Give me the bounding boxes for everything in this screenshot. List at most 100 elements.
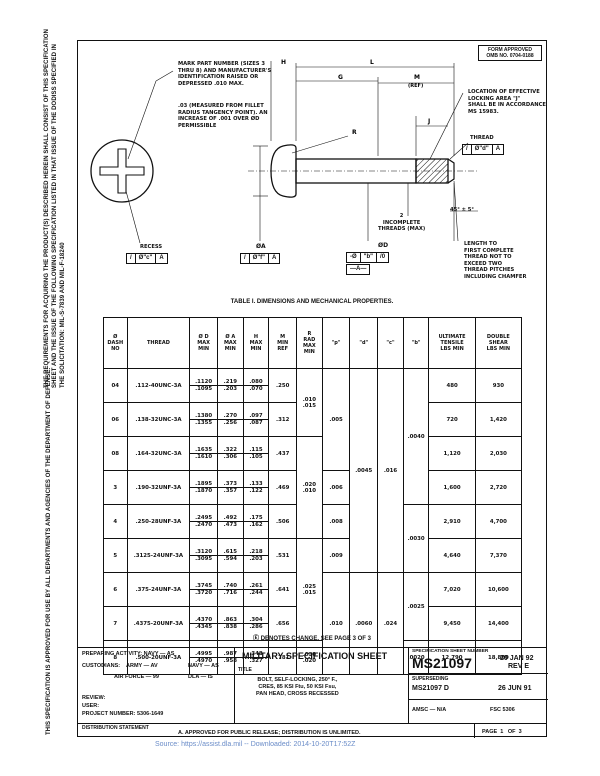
cell-m: .781 (268, 640, 298, 675)
cell-tensile: 1,120 (428, 436, 476, 471)
cell-thread: .3125-24UNF-3A (126, 538, 191, 573)
distribution-statement: A. APPROVED FOR PUBLIC RELEASE; DISTRIBU… (178, 730, 361, 736)
cell-dash: 5 (103, 538, 128, 573)
cell-thread: .164-32UNC-3A (126, 436, 191, 471)
note-locking-location: LOCATION OF EFFECTIVE LOCKING AREA "J" S… (468, 89, 546, 115)
cell-r: .025.015 (296, 538, 323, 641)
col-r: R RAD MAX MIN (296, 317, 323, 369)
cell-dash: 6 (103, 572, 128, 607)
cell-shear: 2,720 (474, 470, 523, 505)
table-row: 5.3125-24UNF-3A.3120.3095.615.594.218.20… (103, 538, 523, 641)
cell-m: .469 (268, 470, 298, 505)
change-note: Ⓔ DENOTES CHANGE. SEE PAGE 3 OF 3 (78, 633, 546, 642)
cell-m: .506 (268, 504, 298, 539)
cell-shear: 14,400 (474, 606, 523, 641)
cell-h: .261.244 (242, 572, 270, 607)
cell-h: .133.122 (242, 470, 270, 505)
col-p: "p" (321, 317, 351, 369)
form-approved-box: FORM APPROVED OMB NO. 0704-0188 (478, 45, 542, 61)
note-length-to-thread: LENGTH TO FIRST COMPLETE THREAD NOT TO E… (464, 241, 527, 280)
pan-head (270, 144, 297, 198)
cell-d: .1120.1095 (189, 368, 218, 403)
custodians-label: CUSTODIANS: (82, 663, 121, 669)
cell-a: .373.357 (216, 470, 244, 505)
user: USER: (82, 703, 100, 709)
cell-shear: 7,370 (474, 538, 523, 573)
cell-c: .024 (377, 572, 404, 675)
cell-tensile: 2,910 (428, 504, 476, 539)
col-c: "c" (377, 317, 404, 369)
cell-h: .218.203 (242, 538, 270, 573)
col-shear: DOUBLE SHEAR LBS MIN (474, 317, 523, 369)
cell-thread: .190-32UNF-3A (126, 470, 191, 505)
table-row: 7.4375-20UNF-3A.4370.4345.863.838.304.28… (103, 606, 523, 641)
custodian-army: ARMY — AV (126, 663, 158, 669)
cell-shear: 930 (474, 368, 523, 403)
col-thread: THREAD (126, 317, 191, 369)
table-row: 4.250-28UNF-3A.2495.2470.492.473.175.162… (103, 504, 523, 573)
table-row: 8.500-20UNF-3A.4995.4970.987.958.348.327… (103, 640, 523, 675)
cell-dash: 8 (103, 640, 128, 675)
cell-a: .492.473 (216, 504, 244, 539)
col-tensile: ULTIMATE TENSILE LBS MIN (428, 317, 476, 369)
spec-revision: REV E (508, 663, 530, 670)
cell-a: .270.256 (216, 402, 244, 437)
spec-sheet-label: SPECIFICATION SHEET NUMBER (412, 649, 489, 654)
cell-b: .0025 (402, 572, 430, 641)
title-text: BOLT, SELF-LOCKING, 250° F., CRES, 85 KS… (256, 677, 339, 697)
change-symbol-icon: Ⓔ (253, 636, 260, 642)
cell-a: .322.306 (216, 436, 244, 471)
col-d: Ø D MAX MIN (189, 317, 218, 369)
form-approved: FORM APPROVED (488, 47, 532, 53)
dimensions-table: Ø DASH NO THREAD Ø D MAX MIN Ø A MAX MIN… (103, 317, 523, 675)
cell-a: .615.594 (216, 538, 244, 573)
cell-h: .115.105 (242, 436, 270, 471)
cell-a: .740.716 (216, 572, 244, 607)
cell-d: .3745.3720 (189, 572, 218, 607)
cell-tensile: 4,640 (428, 538, 476, 573)
table-row: 08.164-32UNC-3A.1635.1610.322.306.115.10… (103, 436, 523, 539)
cell-a: .987.958 (216, 640, 244, 675)
cell-shear: 4,700 (474, 504, 523, 539)
col-b: "b" (402, 317, 430, 369)
cell-d: .1895.1870 (189, 470, 218, 505)
datum-a-frame: —A— (346, 264, 371, 275)
preparing-activity: PREPARING ACTIVITY: NAVY — AS (82, 651, 175, 657)
review: REVIEW: (82, 695, 106, 701)
dim-label-g: G (338, 74, 343, 81)
cell-b: .0040 (402, 368, 430, 505)
cell-c: .016 (377, 368, 404, 573)
source-footer[interactable]: Source: https://assist.dla.mil -- Downlo… (155, 741, 356, 748)
cell-b: .0020 (402, 640, 430, 675)
cell-p: .006 (321, 470, 351, 505)
page-number: PAGE 1 OF 3 (482, 729, 522, 735)
table-row: 06.138-32UNC-3A.1380.1355.270.256.097.08… (103, 402, 523, 437)
cell-tensile: 480 (428, 368, 476, 403)
cell-tensile: 12,790 (428, 640, 476, 675)
cell-p: .009 (321, 538, 351, 573)
cell-p: .005 (321, 368, 351, 471)
cell-d: .1380.1355 (189, 402, 218, 437)
cell-d: .2495.2470 (189, 504, 218, 539)
approval-side-text: THIS SPECIFICATION IS APPROVED FOR USE B… (46, 367, 52, 735)
col-m: M MIN REF (268, 317, 298, 369)
requirements-side-text-1: THE REQUIREMENTS FOR ACQUIRING THE PRODU… (44, 28, 50, 388)
change-note-text: DENOTES CHANGE. SEE PAGE 3 OF 3 (260, 636, 371, 642)
table-title: TABLE I. DIMENSIONS AND MECHANICAL PROPE… (230, 299, 394, 305)
title-label: TITLE (238, 667, 252, 673)
cell-thread: .4375-20UNF-3A (126, 606, 191, 641)
requirements-side-text-2: SHEET AND THE ISSUE OF THE FOLLOWING SPE… (52, 43, 58, 388)
superseding-label: SUPERSEDING (412, 676, 449, 682)
dim-d-feature-control-frame: -Ø"b"/0 (346, 252, 390, 263)
custodian-airforce: AIR FORCE — 99 (114, 674, 159, 680)
cross-recess (99, 148, 145, 194)
cell-p: .010 (321, 572, 351, 675)
cell-shear: 18,800 (474, 640, 523, 675)
main-title: MILITARY SPECIFICATION SHEET (242, 651, 388, 661)
dim-label-j: J (427, 118, 430, 125)
thread-feature-control-frame: /Ø"d"A (462, 144, 505, 155)
requirements-side-text-3: THE SOLICITATION: MIL-S-7839 AND MIL-F-1… (60, 242, 66, 388)
cell-tensile: 1,600 (428, 470, 476, 505)
cell-shear: 1,420 (474, 402, 523, 437)
recess-feature-control-frame: /Ø"c"A (126, 253, 168, 264)
